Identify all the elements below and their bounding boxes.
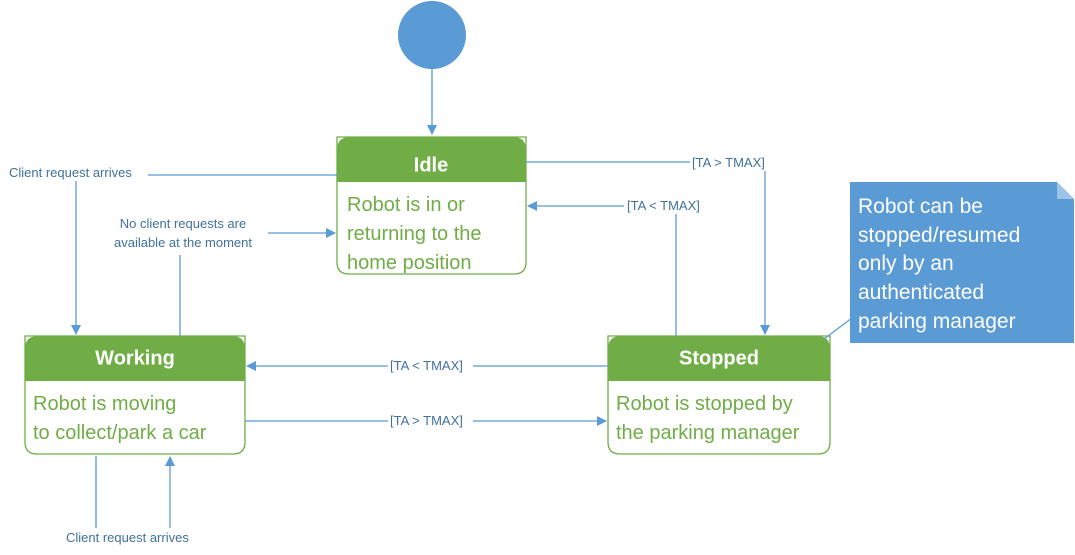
state-stopped: Stopped Robot is stopped by the parking … — [607, 335, 831, 455]
state-working: Working Robot is moving to collect/park … — [24, 335, 246, 455]
stopped-to-idle-label: [TA < TMAX] — [627, 198, 700, 213]
note-line2: stopped/resumed — [858, 224, 1020, 247]
state-working-body-line2: to collect/park a car — [33, 422, 207, 444]
stopped-to-working-label: [TA < TMAX] — [390, 358, 463, 373]
client-request-top-label: Client request arrives — [9, 165, 132, 180]
working-to-stopped-label: [TA > TMAX] — [390, 413, 463, 428]
state-idle-body-line3: home position — [347, 252, 472, 274]
state-working-title: Working — [95, 347, 175, 369]
state-stopped-header — [608, 336, 830, 381]
client-request-bottom-label: Client request arrives — [66, 530, 189, 545]
note-connector — [823, 317, 853, 340]
state-idle-body-line1: Robot is in or — [347, 194, 465, 216]
working-self-loop-edge — [95, 456, 175, 530]
note-line5: parking manager — [858, 310, 1016, 333]
note-line3: only by an — [858, 252, 954, 275]
idle-to-stopped-label: [TA > TMAX] — [692, 155, 765, 170]
initial-state — [398, 1, 466, 69]
note-line4: authenticated — [858, 281, 984, 304]
stopped-to-idle-edge — [527, 201, 677, 336]
idle-to-stopped-edge — [526, 161, 770, 335]
state-stopped-title: Stopped — [679, 347, 759, 369]
note: Robot can be stopped/resumed only by an … — [850, 182, 1074, 343]
state-idle-body-line2: returning to the — [347, 223, 482, 245]
idle-to-working-edge — [71, 174, 337, 335]
note-fold — [1057, 182, 1074, 199]
state-working-header — [25, 336, 245, 381]
state-working-frame — [24, 335, 246, 455]
note-line1: Robot can be — [858, 195, 983, 218]
state-idle: Idle Robot is in or returning to the hom… — [336, 136, 527, 275]
no-requests-label-line2: available at the moment — [114, 235, 252, 250]
note-body — [850, 182, 1074, 343]
state-stopped-body-line2: the parking manager — [616, 422, 800, 444]
no-requests-label-line1: No client requests are — [120, 216, 246, 231]
state-idle-frame — [336, 136, 527, 275]
state-idle-title: Idle — [414, 154, 448, 176]
state-stopped-body-line1: Robot is stopped by — [616, 393, 793, 415]
state-stopped-frame — [607, 335, 831, 455]
state-working-body-line1: Robot is moving — [33, 393, 176, 415]
